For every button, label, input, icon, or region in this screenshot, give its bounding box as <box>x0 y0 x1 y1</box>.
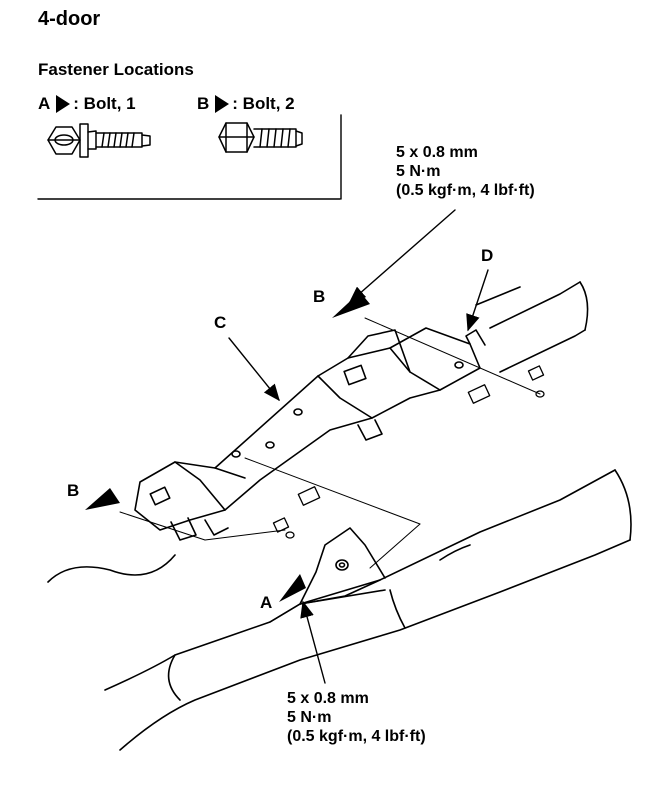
legend-item-bolt-2: B : Bolt, 2 <box>197 94 295 114</box>
bracket-tab-a <box>299 527 386 605</box>
callout-d-arrow <box>466 269 489 332</box>
lower-frame-member <box>104 469 632 751</box>
spec-bottom-arrow <box>300 600 326 684</box>
legend-text-bolt-1: : Bolt, 1 <box>73 94 136 113</box>
torque-nm-text: 5 N·m <box>287 709 332 726</box>
callout-b-lower: B <box>67 481 80 500</box>
bolt-b-upper-marker-icon <box>332 292 370 318</box>
body-tube-upper <box>475 281 589 373</box>
callout-d: D <box>481 246 494 265</box>
floor-details <box>272 365 545 539</box>
bolt-size-text: 5 x 0.8 mm <box>396 144 478 161</box>
bolt-size-text: 5 x 0.8 mm <box>287 690 369 707</box>
torque-nm-text: 5 N·m <box>396 163 441 180</box>
legend-text-bolt-2: : Bolt, 2 <box>232 94 295 113</box>
callout-a: A <box>260 593 273 612</box>
hex-bolt-icon <box>218 122 303 153</box>
bolt-a-marker-icon <box>279 574 306 602</box>
bolt-leader-lines <box>119 317 541 569</box>
spec-top-arrow <box>348 209 456 303</box>
torque-spec-top: 5 x 0.8 mm 5 N·m (0.5 kgf·m, 4 lbf·ft) <box>396 143 535 200</box>
pointer-triangle-icon <box>56 95 71 113</box>
torque-spec-bottom: 5 x 0.8 mm 5 N·m (0.5 kgf·m, 4 lbf·ft) <box>287 689 426 746</box>
legend-item-bolt-1: A : Bolt, 1 <box>38 94 136 114</box>
bracket-c <box>134 327 486 541</box>
fastener-locations-heading: Fastener Locations <box>38 60 194 79</box>
callout-c-arrow <box>228 337 280 402</box>
bolt-marker-triangles <box>85 292 370 602</box>
pointer-triangle-icon <box>215 95 230 113</box>
legend-letter-a: A <box>38 94 51 113</box>
torque-alt-text: (0.5 kgf·m, 4 lbf·ft) <box>287 728 426 745</box>
torque-alt-text: (0.5 kgf·m, 4 lbf·ft) <box>396 182 535 199</box>
bolt-b-lower-marker-icon <box>85 488 120 510</box>
legend-frame <box>37 114 342 200</box>
floor-contour <box>47 554 176 583</box>
callout-c: C <box>214 313 227 332</box>
callout-b-upper: B <box>313 287 326 306</box>
page-title: 4-door <box>38 8 101 30</box>
legend-letter-b: B <box>197 94 210 113</box>
flange-bolt-icon <box>47 123 151 158</box>
callout-arrows <box>228 209 489 684</box>
